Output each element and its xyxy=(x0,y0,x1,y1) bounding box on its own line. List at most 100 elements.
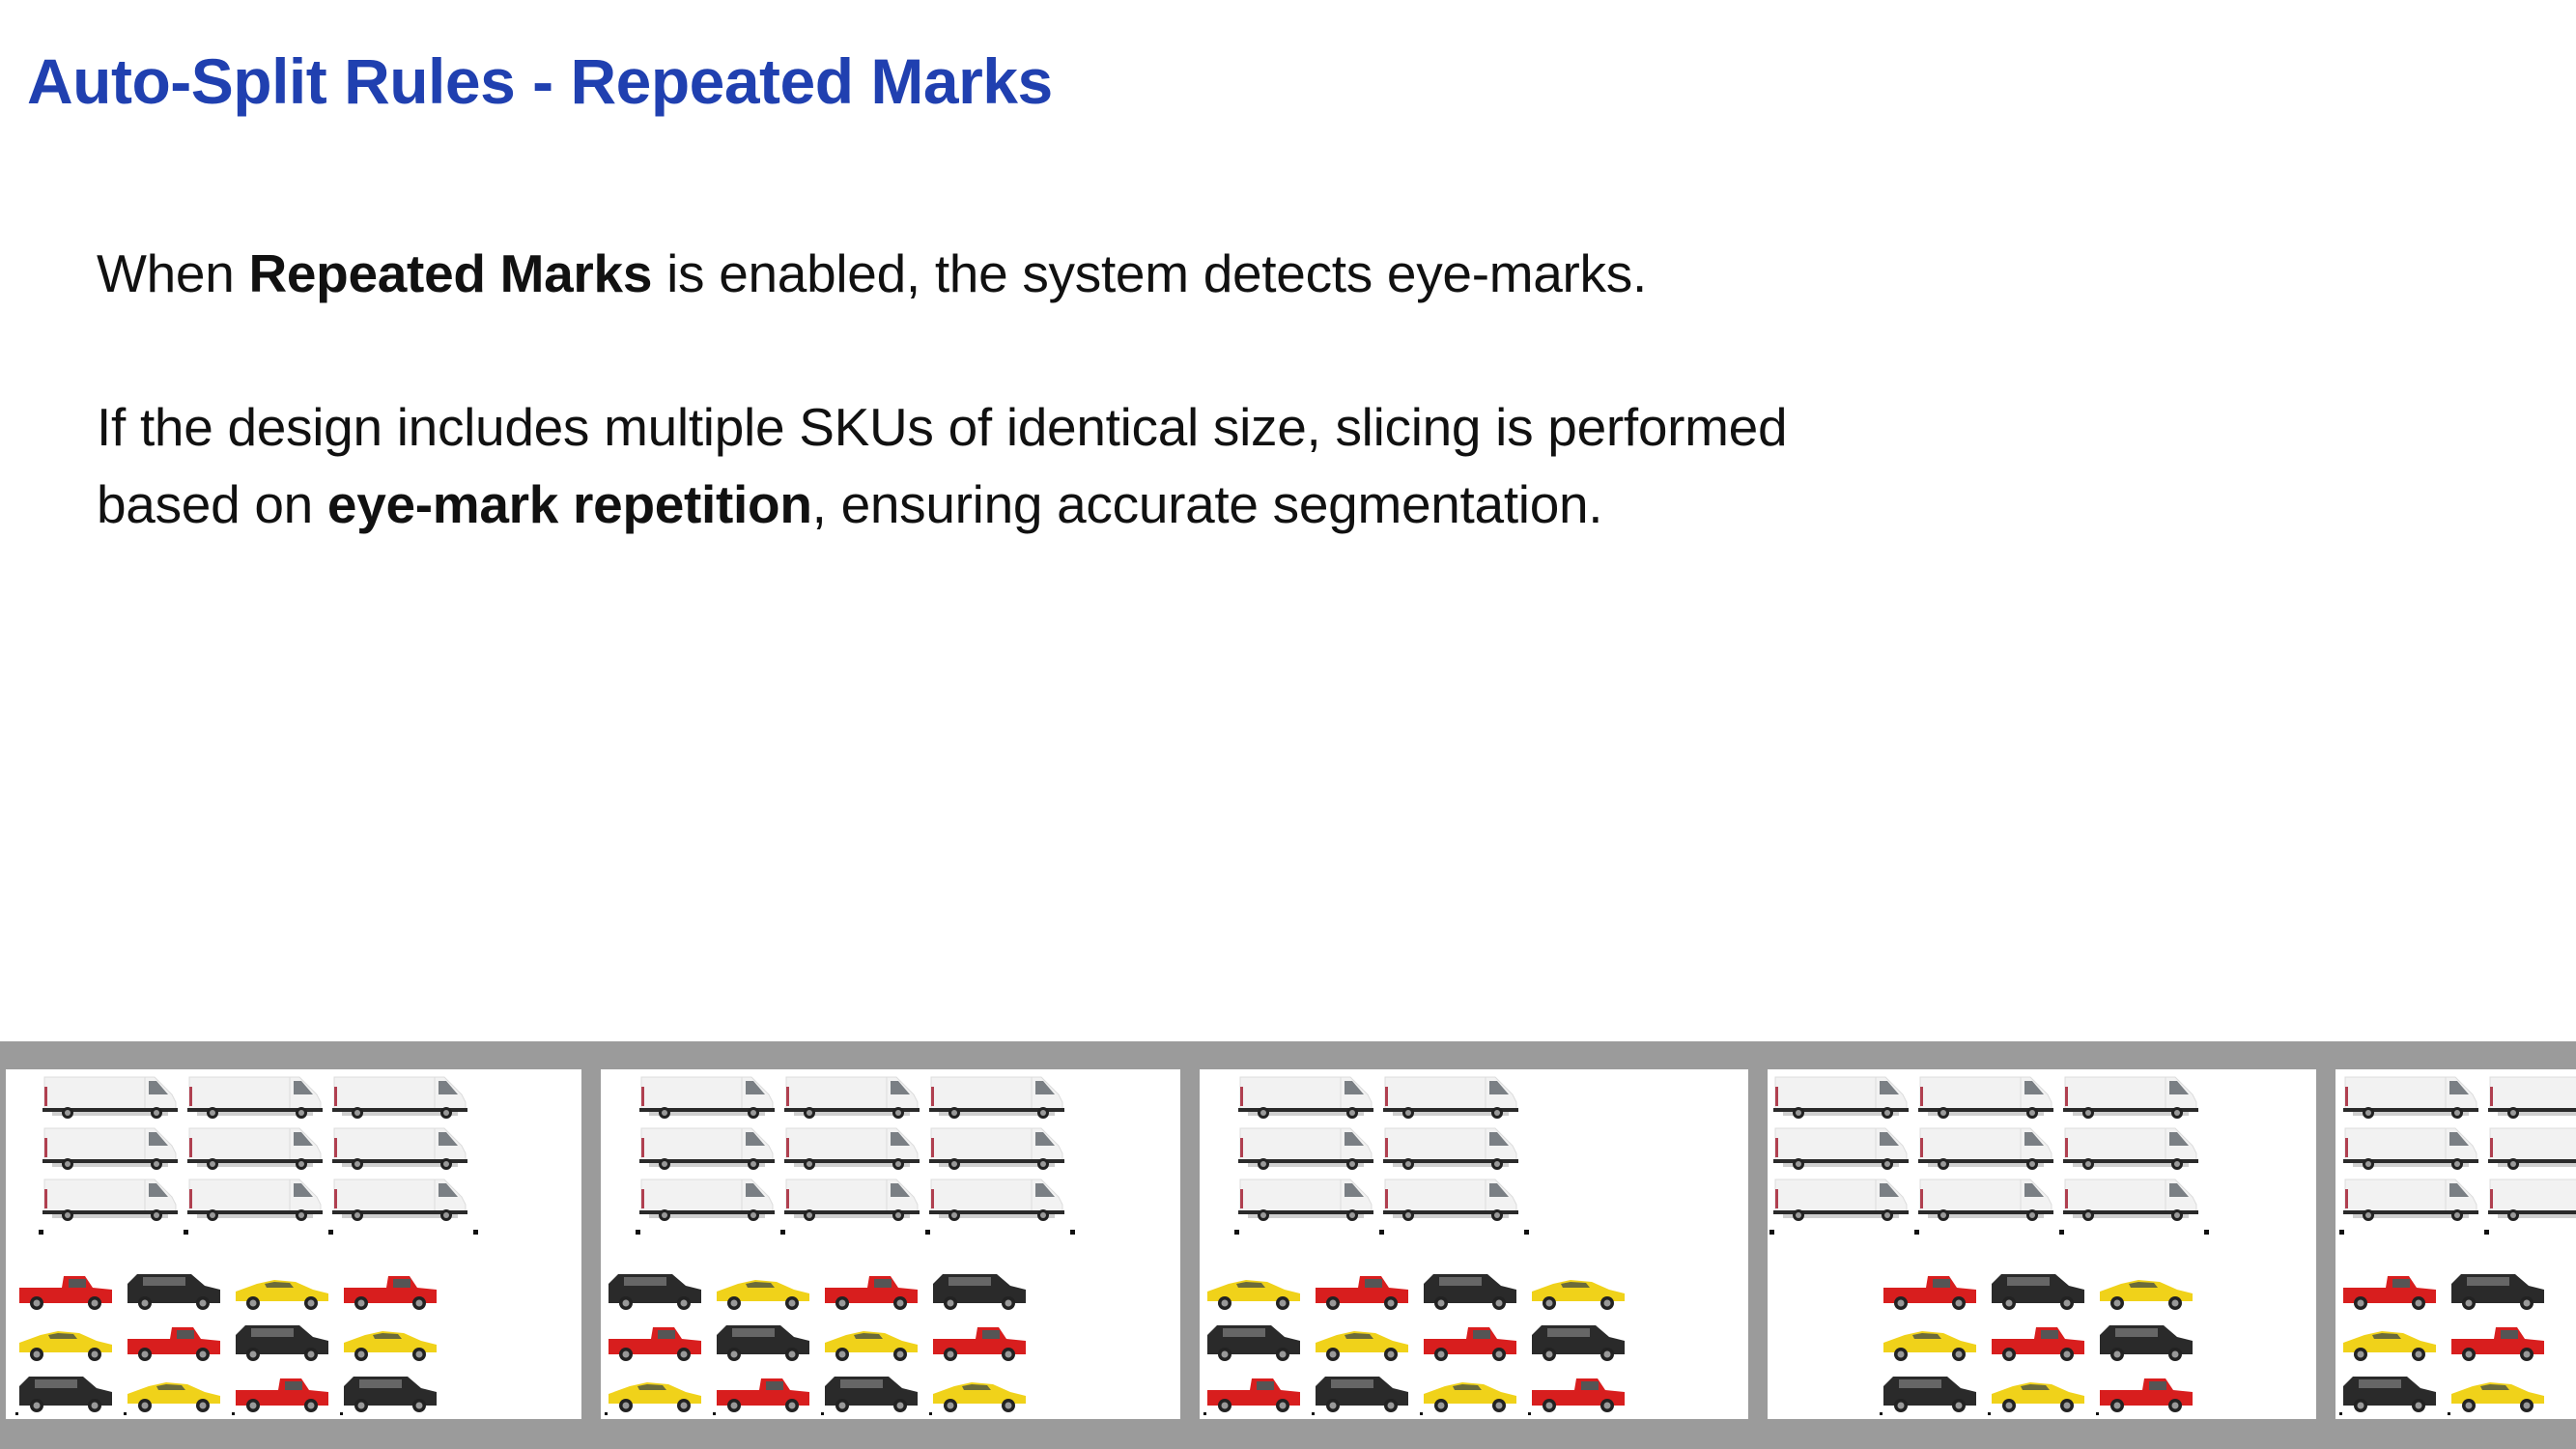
text-run: , ensuring accurate segmentation. xyxy=(811,474,1603,534)
van-sku-icon xyxy=(1773,1073,1911,1122)
eye-mark xyxy=(1379,1230,1384,1235)
print-sheets-illustration xyxy=(0,1041,2576,1449)
van-sku-icon xyxy=(784,1073,921,1122)
sports-sku-icon xyxy=(2448,1373,2548,1415)
eye-mark xyxy=(780,1230,785,1235)
suv-sku-icon xyxy=(1203,1321,1304,1364)
sports-sku-icon xyxy=(1420,1373,1520,1415)
eye-mark xyxy=(1769,1230,1774,1235)
van-sku-icon xyxy=(784,1124,921,1173)
sports-sku-icon xyxy=(1312,1321,1412,1364)
eye-mark xyxy=(2339,1230,2344,1235)
pickup-sku-icon xyxy=(713,1373,813,1415)
pickup-sku-icon xyxy=(1880,1270,1980,1313)
van-sku-icon xyxy=(1773,1176,1911,1224)
pickup-sku-icon xyxy=(929,1321,1030,1364)
van-sku-icon xyxy=(929,1073,1066,1122)
bold-phrase: eye-mark repetition xyxy=(326,474,812,534)
van-sku-icon xyxy=(2488,1176,2576,1224)
pickup-sku-icon xyxy=(1528,1373,1628,1415)
suv-sku-icon xyxy=(124,1270,224,1313)
van-sku-icon xyxy=(1383,1176,1520,1224)
van-sku-icon xyxy=(332,1073,469,1122)
van-sku-icon xyxy=(1383,1073,1520,1122)
eye-mark xyxy=(2448,1412,2450,1415)
eye-mark xyxy=(184,1230,188,1235)
eye-mark xyxy=(925,1230,930,1235)
van-sku-icon xyxy=(1238,1124,1375,1173)
eye-mark xyxy=(473,1230,478,1235)
van-sku-icon xyxy=(1383,1124,1520,1173)
eye-mark xyxy=(1880,1412,1882,1415)
eye-mark xyxy=(1070,1230,1075,1235)
suv-sku-icon xyxy=(2339,1373,2440,1415)
pickup-sku-icon xyxy=(124,1321,224,1364)
pickup-sku-icon xyxy=(15,1270,116,1313)
pickup-sku-icon xyxy=(340,1270,440,1313)
pickup-sku-icon xyxy=(1312,1270,1412,1313)
eye-mark xyxy=(2096,1412,2099,1415)
pickup-sku-icon xyxy=(2339,1270,2440,1313)
pickup-sku-icon xyxy=(1203,1373,1304,1415)
pickup-sku-icon xyxy=(605,1321,705,1364)
eye-mark xyxy=(1914,1230,1919,1235)
sports-sku-icon xyxy=(2096,1270,2196,1313)
eye-mark xyxy=(1203,1412,1206,1415)
eye-mark xyxy=(821,1412,824,1415)
text-run: When xyxy=(97,243,249,303)
text-run: based on xyxy=(97,474,327,534)
van-sku-icon xyxy=(1238,1176,1375,1224)
print-sheet xyxy=(601,1069,1180,1419)
print-sheet xyxy=(6,1069,581,1419)
van-sku-icon xyxy=(2343,1073,2480,1122)
van-sku-icon xyxy=(929,1176,1066,1224)
van-sku-icon xyxy=(2343,1176,2480,1224)
suv-sku-icon xyxy=(605,1270,705,1313)
paragraph-line: If the design includes multiple SKUs of … xyxy=(97,388,1788,466)
van-sku-icon xyxy=(1773,1124,1911,1173)
sports-sku-icon xyxy=(605,1373,705,1415)
slide-title: Auto-Split Rules - Repeated Marks xyxy=(27,45,1053,117)
sports-sku-icon xyxy=(1880,1321,1980,1364)
sports-sku-icon xyxy=(1528,1270,1628,1313)
eye-mark xyxy=(1988,1412,1991,1415)
suv-sku-icon xyxy=(821,1373,921,1415)
suv-sku-icon xyxy=(1880,1373,1980,1415)
eye-mark xyxy=(1528,1412,1531,1415)
eye-mark xyxy=(232,1412,235,1415)
van-sku-icon xyxy=(639,1124,777,1173)
paragraph-repeated-marks: When Repeated Marks is enabled, the syst… xyxy=(97,235,1647,312)
eye-mark xyxy=(636,1230,640,1235)
van-sku-icon xyxy=(187,1124,325,1173)
pickup-sku-icon xyxy=(1988,1321,2088,1364)
sports-sku-icon xyxy=(124,1373,224,1415)
sports-sku-icon xyxy=(821,1321,921,1364)
eye-mark xyxy=(2204,1230,2209,1235)
eye-mark xyxy=(2059,1230,2064,1235)
eye-mark xyxy=(340,1412,343,1415)
eye-mark xyxy=(1524,1230,1529,1235)
eye-mark xyxy=(1312,1412,1315,1415)
suv-sku-icon xyxy=(232,1321,332,1364)
pickup-sku-icon xyxy=(232,1373,332,1415)
eye-mark xyxy=(328,1230,333,1235)
van-sku-icon xyxy=(1238,1073,1375,1122)
text-run: is enabled, the system detects eye-marks… xyxy=(652,243,1647,303)
sports-sku-icon xyxy=(1988,1373,2088,1415)
print-sheet xyxy=(2335,1069,2576,1419)
eye-mark xyxy=(15,1412,18,1415)
pickup-sku-icon xyxy=(2448,1321,2548,1364)
eye-mark xyxy=(713,1412,716,1415)
paragraph-sku-slicing: If the design includes multiple SKUs of … xyxy=(97,388,1788,543)
print-sheet xyxy=(1768,1069,2316,1419)
pickup-sku-icon xyxy=(2096,1373,2196,1415)
van-sku-icon xyxy=(2063,1073,2200,1122)
eye-mark xyxy=(39,1230,43,1235)
eye-mark xyxy=(1234,1230,1239,1235)
van-sku-icon xyxy=(2063,1176,2200,1224)
van-sku-icon xyxy=(187,1176,325,1224)
pickup-sku-icon xyxy=(1420,1321,1520,1364)
suv-sku-icon xyxy=(713,1321,813,1364)
suv-sku-icon xyxy=(929,1270,1030,1313)
van-sku-icon xyxy=(1918,1124,2055,1173)
